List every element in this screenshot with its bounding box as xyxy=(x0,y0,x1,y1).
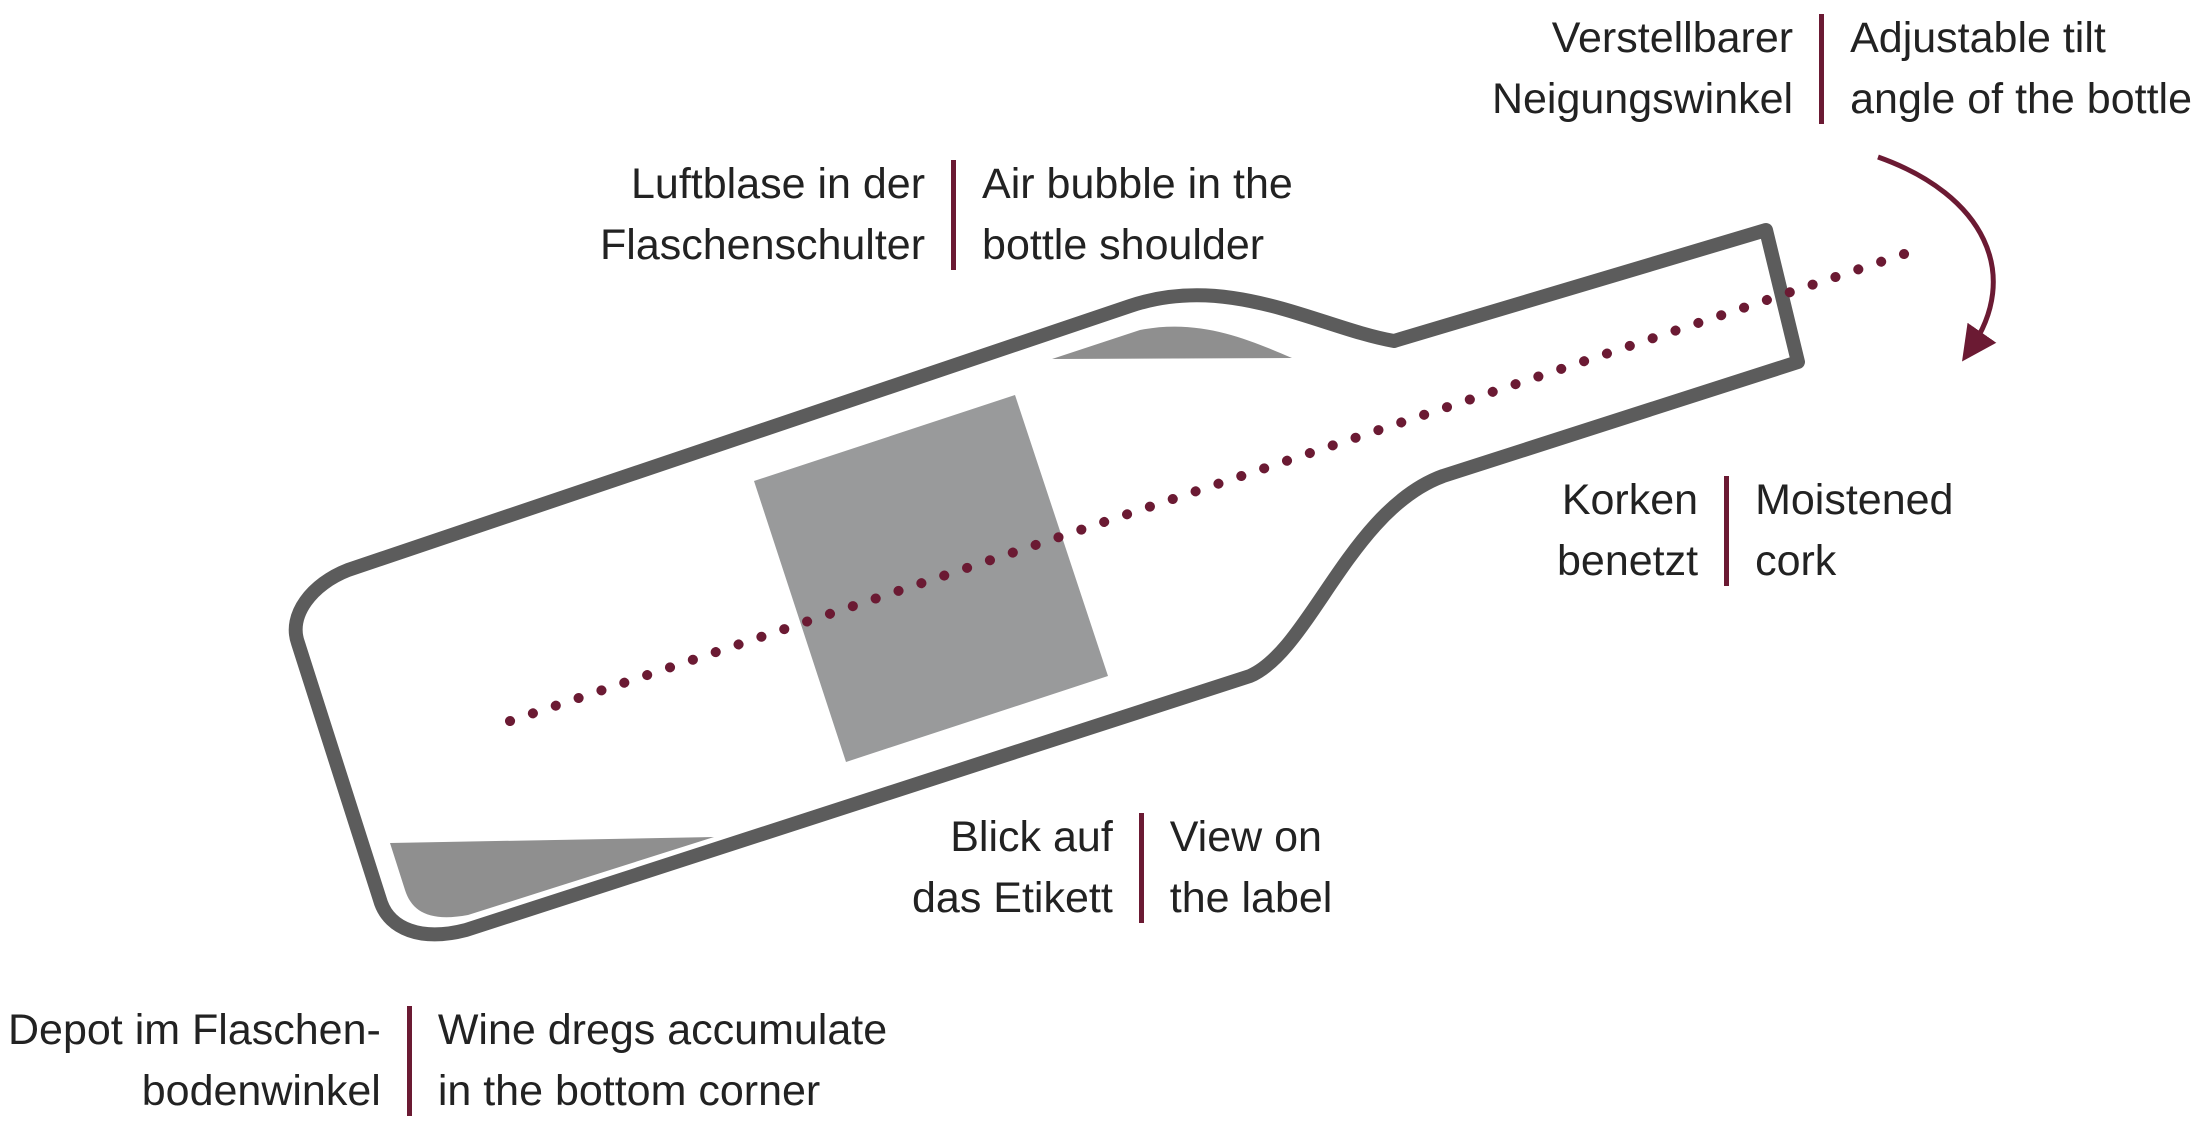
dregs-shape xyxy=(390,837,714,918)
bottle-outline xyxy=(288,223,1805,942)
callout-divider xyxy=(951,160,957,270)
callout-dregs-en: Wine dregs accumulate in the bottom corn… xyxy=(437,1006,888,1115)
callout-label-de: Blick auf das Etikett xyxy=(912,813,1113,922)
tilt-arrow xyxy=(1877,154,1997,362)
callout-air-bubble: Luftblase in der Flaschenschulter Air bu… xyxy=(600,154,1293,276)
callout-divider xyxy=(1724,476,1730,586)
callout-cork-en: Moistened cork xyxy=(1755,476,1954,585)
callout-tilt-en: Adjustable tilt angle of the bottle xyxy=(1850,14,2192,123)
callout-label-en: View on the label xyxy=(1169,813,1333,922)
callout-divider xyxy=(1138,813,1144,923)
callout-divider xyxy=(1819,14,1825,124)
callout-dregs-de: Depot im Flaschen- bodenwinkel xyxy=(8,1006,381,1115)
callout-cork: Korken benetzt Moistened cork xyxy=(1557,470,1953,592)
air-bubble-shape xyxy=(1052,326,1292,359)
callout-dregs: Depot im Flaschen- bodenwinkel Wine dreg… xyxy=(8,1000,887,1122)
tilt-axis-line xyxy=(505,242,1930,726)
callout-label-view: Blick auf das Etikett View on the label xyxy=(912,807,1332,929)
callout-bubble-de: Luftblase in der Flaschenschulter xyxy=(600,160,926,269)
bottle-label-shape xyxy=(754,395,1108,762)
callout-divider xyxy=(406,1006,412,1116)
callout-bubble-en: Air bubble in the bottle shoulder xyxy=(982,160,1293,269)
callout-tilt-de: Verstellbarer Neigungswinkel xyxy=(1491,14,1794,123)
callout-cork-de: Korken benetzt xyxy=(1557,476,1699,585)
callout-tilt-angle: Verstellbarer Neigungswinkel Adjustable … xyxy=(1492,8,2192,130)
